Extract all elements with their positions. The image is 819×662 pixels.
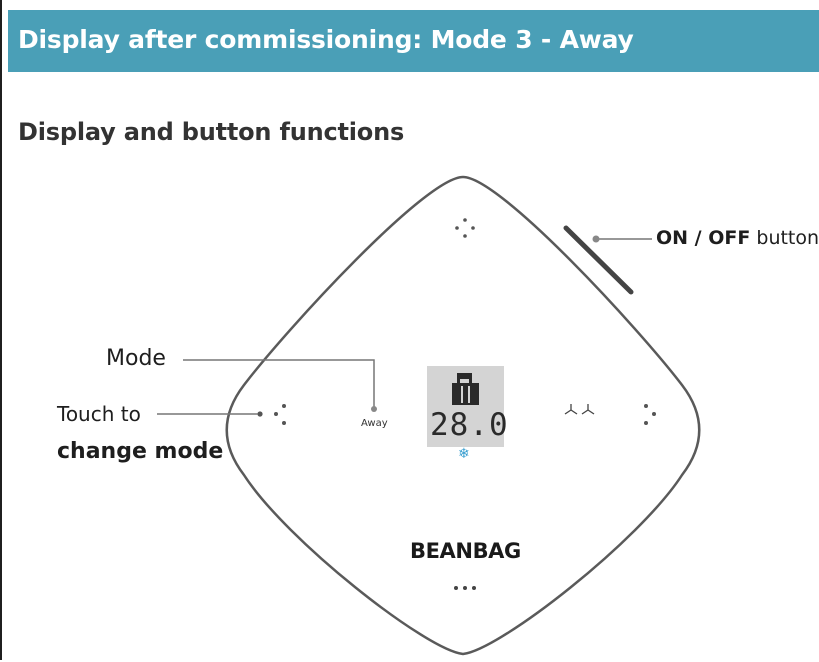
leader-lines [157,238,652,415]
mode-leader-line [183,359,375,408]
on-off-label-rest: button [750,227,819,249]
right-touch-icon[interactable] [644,404,656,425]
snowflake-icon: ❄ [458,446,470,462]
on-off-leader-dot [592,235,600,243]
on-off-label: ON / OFF button [656,227,819,249]
fan-icon [564,404,595,415]
lock-icon [452,373,479,405]
bottom-dots-icon [454,586,476,590]
top-dots-icon [455,218,475,238]
touch-to-label: Touch to [57,402,141,426]
change-mode-label: change mode [57,439,224,464]
page-title: Display after commissioning: Mode 3 - Aw… [18,25,634,54]
brand-logo: BEANBAG [410,539,521,563]
mode-name: Away [361,418,388,429]
section-title: Display and button functions [18,118,405,146]
on-off-button[interactable] [563,225,634,295]
change-mode-touch-icon[interactable] [257,404,286,425]
header-bar: Display after commissioning: Mode 3 - Aw… [8,10,819,72]
temperature-readout: 28.0 [430,407,509,443]
mode-label: Mode [106,346,166,371]
mode-leader-dot [371,406,377,412]
on-off-label-bold: ON / OFF [656,227,751,249]
device-screen [427,366,504,447]
